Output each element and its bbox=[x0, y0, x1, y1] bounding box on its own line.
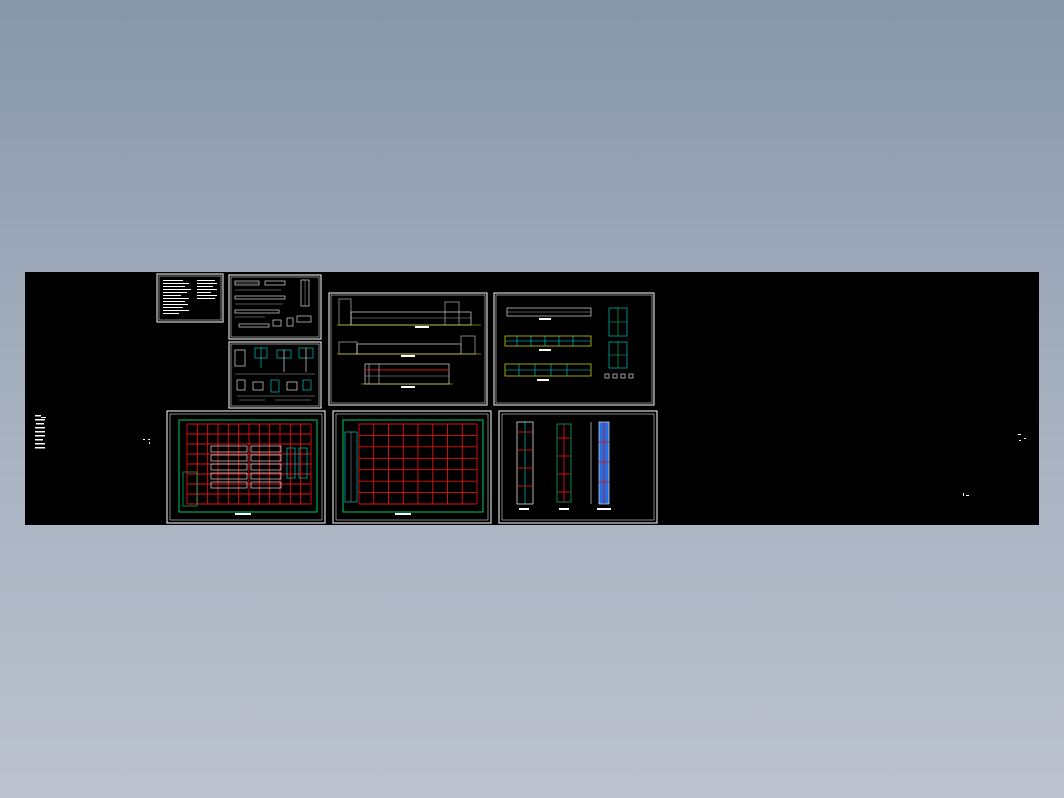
plan-title-mark bbox=[235, 513, 251, 515]
section-details-right bbox=[604, 307, 634, 379]
elevation-front bbox=[337, 298, 481, 328]
roof-left-core bbox=[344, 431, 358, 503]
elevation-rear bbox=[337, 335, 481, 357]
stair-detail-sheet[interactable] bbox=[498, 410, 658, 524]
ground-floor-plan-sheet[interactable] bbox=[166, 410, 326, 524]
left-legend-block bbox=[35, 415, 46, 449]
detail-sheet-top[interactable] bbox=[228, 274, 322, 340]
roof-axis-grid bbox=[358, 423, 478, 505]
sections-sheet[interactable] bbox=[493, 292, 655, 406]
detail-beams bbox=[234, 279, 312, 328]
section-2 bbox=[504, 335, 592, 351]
section-3 bbox=[504, 363, 592, 381]
small-marks-right bbox=[963, 434, 1026, 496]
cad-drawing-viewport[interactable] bbox=[25, 272, 1039, 525]
core-plan-1 bbox=[516, 421, 534, 510]
section-1 bbox=[506, 307, 592, 320]
core-plan-2 bbox=[556, 423, 572, 510]
design-notes-sheet[interactable] bbox=[156, 273, 224, 323]
cad-drawing-canvas[interactable] bbox=[25, 272, 1039, 525]
plan-axis-grid bbox=[186, 423, 312, 505]
plan-room-blocks bbox=[182, 445, 308, 507]
notes-text-lines bbox=[163, 280, 217, 314]
roof-plan-sheet[interactable] bbox=[332, 410, 492, 524]
core-plan-3-highlighted bbox=[590, 421, 611, 510]
detail-sheet-bottom[interactable] bbox=[228, 341, 322, 409]
elevations-sheet[interactable] bbox=[328, 292, 488, 406]
roof-title-mark bbox=[395, 513, 411, 515]
detail-sections bbox=[234, 347, 315, 401]
elevation-side bbox=[361, 363, 453, 388]
small-marks-left bbox=[143, 439, 150, 444]
